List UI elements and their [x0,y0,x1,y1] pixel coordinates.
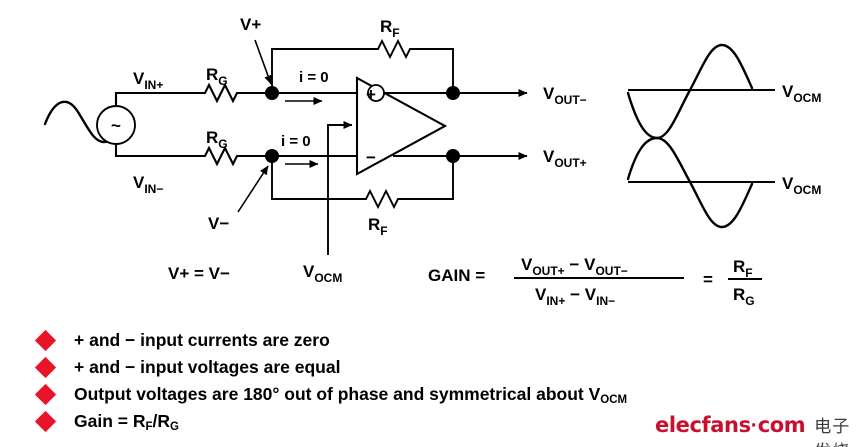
wave-v-out-plus [626,136,754,229]
label-v-in-plus: VIN+ [133,69,163,92]
label-i-zero-top: i = 0 [299,69,329,86]
gain-equals-sign: = [703,270,713,289]
resistor-rg-bottom [197,145,272,167]
label-v-out-plus: VOUT+ [543,147,587,170]
label-v-minus-callout: V− [208,214,229,233]
list-item: Output voltages are 180° out of phase an… [34,382,838,409]
resistor-rf-top [370,38,454,93]
diamond-bullet-icon [34,383,57,406]
list-item: + and − input voltages are equal [34,355,838,382]
gain-formula: GAIN = VOUT+ − VOUT− VIN+ − VIN− = RF RG [428,255,762,308]
gain-result-numerator: RF [733,257,753,280]
diamond-bullet-icon [34,410,57,433]
gain-denominator: VIN+ − VIN− [535,285,615,308]
label-v-ocm-input: VOCM [303,262,342,285]
source-bottom-lead [114,144,197,158]
list-item: Gain = RF/RG [34,409,838,436]
label-i-zero-bottom: i = 0 [281,133,311,150]
opamp-triangle [355,76,448,176]
gain-numerator: VOUT+ − VOUT− [521,255,628,278]
label-v-out-minus: VOUT− [543,84,587,107]
list-item: + and − input currents are zero [34,328,838,355]
bullet-text: + and − input voltages are equal [74,357,341,377]
label-rf-bottom: RF [368,215,388,238]
wave-v-out-minus [626,43,754,140]
label-v-plus-callout: V+ [240,15,261,34]
ac-source-symbol: ~ [111,116,121,135]
watermark-chinese: 电子发烧友 [814,417,851,447]
watermark-domain: com [757,413,806,437]
diamond-bullet-icon [34,356,57,379]
wire-feedback-top-left [271,48,370,93]
bullet-list: + and − input currents are zero + and − … [34,328,838,436]
label-rf-top: RF [380,17,400,40]
bullet-text: Gain = RF/RG [74,411,179,433]
wire-vocm-input [327,121,353,255]
label-rg-top: RG [206,65,228,88]
watermark-brand: elecfans [655,413,751,437]
watermark-dot: · [750,414,758,437]
callout-arrow-v-plus [254,39,272,85]
gain-formula-lead: GAIN = [428,266,485,285]
resistor-rg-top [197,82,272,104]
label-rg-bottom: RG [206,128,228,151]
wire-feedback-bottom-left [271,156,355,200]
resistor-rf-bottom [355,156,454,210]
source-top-lead [114,91,197,106]
label-v-ocm-wave-top: VOCM [782,82,821,105]
diamond-bullet-icon [34,329,57,352]
inverting-bubble-icon [367,84,385,102]
watermark: elecfans · com 电子发烧友 [655,412,867,447]
opamp-plus-pin-label: + [366,85,376,104]
bullet-text: + and − input currents are zero [74,330,330,350]
gain-result-denominator: RG [733,285,755,308]
label-v-in-minus: VIN− [133,173,163,196]
bullet-text: Output voltages are 180° out of phase an… [74,384,628,406]
callout-arrow-v-minus [237,165,269,213]
label-v-equality: V+ = V− [168,264,230,283]
opamp-minus-pin-label: − [366,148,376,167]
label-v-ocm-wave-bottom: VOCM [782,174,821,197]
